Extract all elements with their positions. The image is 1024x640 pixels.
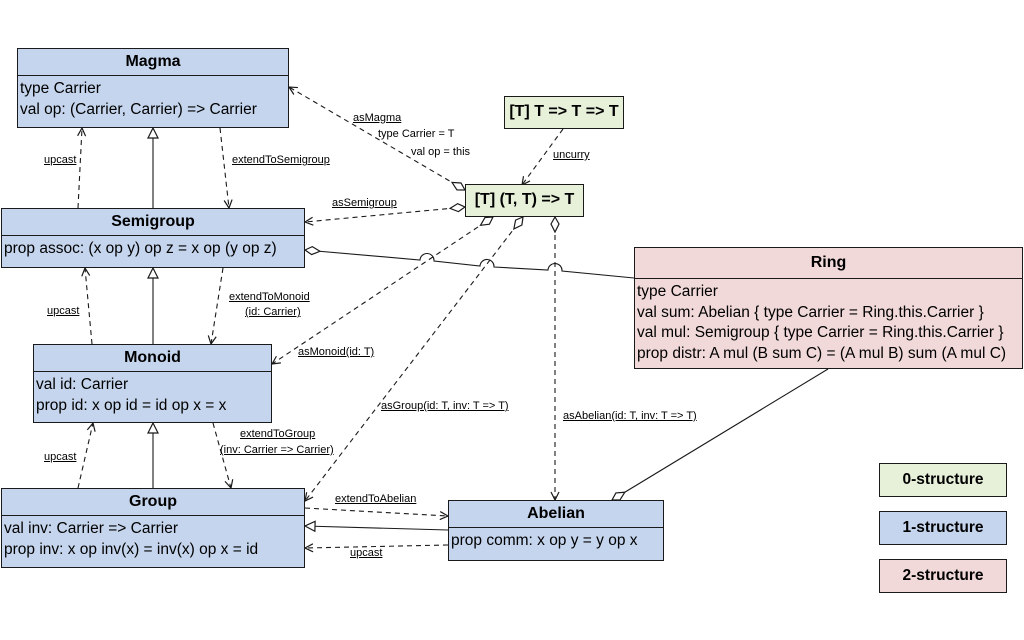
group-box[interactable]: Group val inv: Carrier => Carrier prop i… bbox=[1, 488, 305, 568]
semigroup-member: prop assoc: (x op y) op z = x op (y op z… bbox=[4, 240, 277, 257]
edge-label-upcast: upcast bbox=[47, 305, 80, 317]
edge-asGroup bbox=[305, 217, 523, 501]
edge-upcast-abelian-group bbox=[305, 545, 449, 548]
magma-member: val op: (Carrier, Carrier) => Carrier bbox=[20, 100, 257, 118]
edge-label-extendToMonoid-params: (id: Carrier) bbox=[245, 306, 301, 318]
edge-inherit-abelian-group bbox=[305, 526, 449, 530]
ring-member: prop distr: A mul (B sum C) = (A mul B) … bbox=[637, 344, 1007, 362]
ring-member: val mul: Semigroup { type Carrier = Ring… bbox=[637, 324, 1004, 341]
legend-0-structure: 0-structure bbox=[879, 463, 1007, 497]
edge-label-extendToAbelian: extendToAbelian bbox=[335, 493, 417, 505]
curried-function-box[interactable]: [T] T => T => T bbox=[504, 96, 624, 129]
edge-label-asAbelian: asAbelian(id: T, inv: T => T) bbox=[563, 410, 697, 422]
group-title: Group bbox=[2, 489, 304, 516]
abelian-title: Abelian bbox=[449, 501, 663, 528]
magma-title: Magma bbox=[18, 49, 288, 76]
edge-upcast-group-monoid bbox=[77, 423, 93, 489]
curried-function-title: [T] T => T => T bbox=[509, 103, 619, 120]
abelian-box[interactable]: Abelian prop comm: x op y = y op x bbox=[448, 500, 664, 561]
ring-title: Ring bbox=[635, 248, 1022, 279]
magma-member: type Carrier bbox=[20, 80, 101, 97]
group-member: val inv: Carrier => Carrier bbox=[4, 520, 178, 537]
edge-label-extendToSemigroup: extendToSemigroup bbox=[232, 154, 330, 166]
edge-note-asMagma-op: val op = this bbox=[411, 146, 471, 158]
edge-note-asMagma-carrier: type Carrier = T bbox=[378, 128, 455, 140]
edge-ring-abelian bbox=[612, 368, 829, 500]
edge-label-asMonoid: asMonoid(id: T) bbox=[298, 346, 375, 358]
edge-extendToGroup bbox=[212, 422, 231, 488]
edge-label-upcast: upcast bbox=[44, 154, 77, 166]
edge-extendToMonoid bbox=[211, 267, 224, 344]
edge-extendToAbelian bbox=[304, 507, 448, 516]
edge-ring-semigroup bbox=[305, 250, 635, 279]
legend-1-structure: 1-structure bbox=[879, 511, 1007, 545]
edge-label-asMagma: asMagma bbox=[353, 112, 402, 124]
monoid-member: prop id: x op id = id op x = x bbox=[36, 396, 227, 414]
abelian-member: prop comm: x op y = y op x bbox=[451, 532, 638, 549]
edge-uncurry bbox=[522, 128, 564, 185]
edge-label-extendToGroup: extendToGroup bbox=[240, 428, 316, 440]
edge-label-extendToMonoid: extendToMonoid bbox=[229, 291, 310, 303]
edge-label-upcast: upcast bbox=[44, 451, 77, 463]
edge-label-upcast: upcast bbox=[350, 547, 383, 559]
ring-member: val sum: Abelian { type Carrier = Ring.t… bbox=[637, 303, 984, 321]
legend-2-structure: 2-structure bbox=[879, 559, 1007, 593]
ring-member: type Carrier bbox=[637, 283, 718, 300]
monoid-title: Monoid bbox=[34, 345, 271, 372]
edge-extendToSemigroup bbox=[219, 127, 229, 208]
monoid-box[interactable]: Monoid val id: Carrier prop id: x op id … bbox=[33, 344, 272, 423]
semigroup-title: Semigroup bbox=[2, 209, 304, 236]
edge-label-uncurry: uncurry bbox=[553, 149, 590, 161]
magma-box[interactable]: Magma type Carrier val op: (Carrier, Car… bbox=[17, 48, 289, 128]
edge-upcast-monoid-semigroup bbox=[85, 268, 93, 345]
group-member: prop inv: x op inv(x) = inv(x) op x = id bbox=[4, 540, 259, 558]
edge-label-asSemigroup: asSemigroup bbox=[332, 197, 397, 209]
edge-label-asGroup: asGroup(id: T, inv: T => T) bbox=[381, 400, 509, 412]
edge-upcast-semigroup-magma bbox=[78, 128, 82, 209]
ring-box[interactable]: Ring type Carrier val sum: Abelian { typ… bbox=[634, 247, 1023, 369]
binary-op-box[interactable]: [T] (T, T) => T bbox=[465, 184, 584, 217]
monoid-member: val id: Carrier bbox=[36, 376, 129, 393]
edge-asMagma bbox=[289, 87, 465, 190]
binary-op-title: [T] (T, T) => T bbox=[474, 191, 575, 208]
semigroup-box[interactable]: Semigroup prop assoc: (x op y) op z = x … bbox=[1, 208, 305, 268]
edge-label-extendToGroup-params: (inv: Carrier => Carrier) bbox=[220, 444, 334, 456]
